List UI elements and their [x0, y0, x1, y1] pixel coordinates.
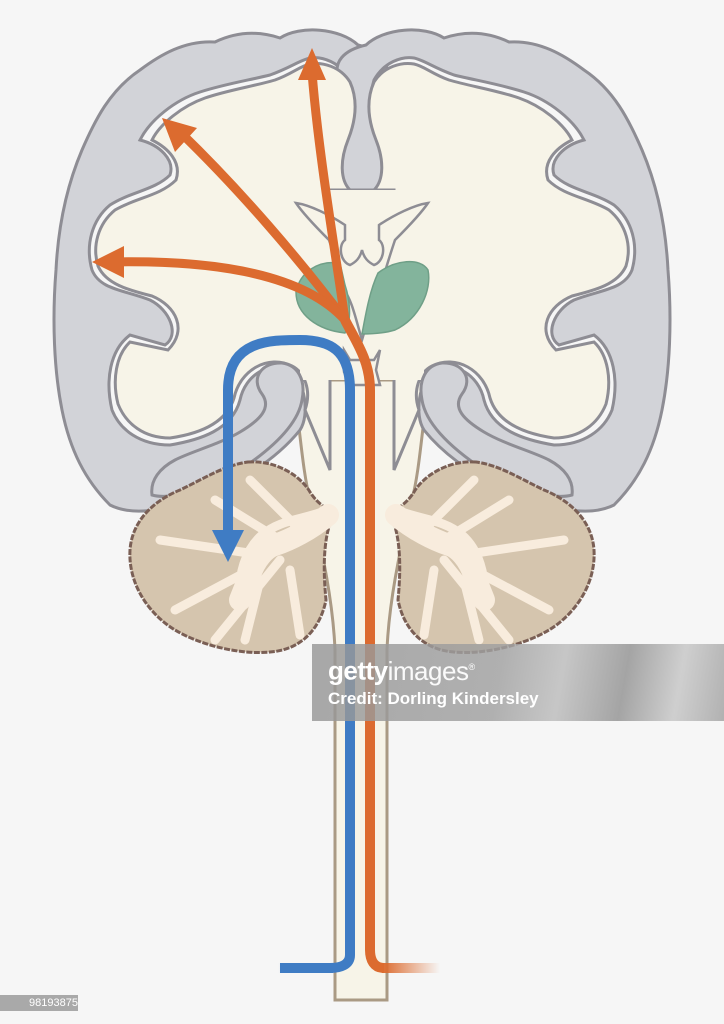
ascending-arrowhead-upper-left-icon — [162, 118, 197, 152]
getty-images-logo: gettyimages® — [328, 655, 475, 686]
right-cerebellum — [385, 460, 596, 655]
left-cerebellum — [128, 460, 339, 655]
right-cerebral-hemisphere — [326, 28, 672, 513]
ascending-arrowhead-up-icon — [298, 48, 326, 80]
ascending-pathway — [92, 48, 440, 973]
image-id-label: 98193875 — [0, 995, 78, 1011]
getty-images-watermark: gettyimages® Credit: Dorling Kindersley — [312, 644, 724, 721]
descending-arrowhead-icon — [212, 530, 244, 562]
right-temporal-lobe — [419, 361, 574, 498]
photo-credit: Credit: Dorling Kindersley — [328, 689, 539, 708]
ascending-arrowhead-left-icon — [92, 246, 124, 278]
right-white-matter — [367, 62, 630, 471]
descending-pathway — [212, 334, 355, 973]
left-temporal-lobe — [150, 361, 305, 498]
